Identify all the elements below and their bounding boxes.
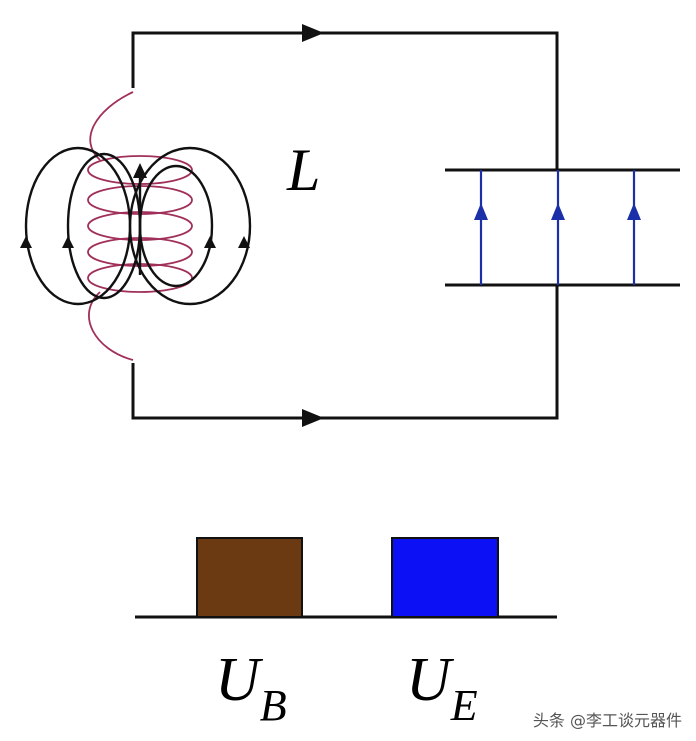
energy-label-electric-sub: E bbox=[450, 681, 478, 730]
energy-bar-magnetic bbox=[196, 537, 303, 618]
energy-label-magnetic-main: U bbox=[215, 646, 264, 714]
inductor-label: L bbox=[286, 137, 320, 203]
magnetic-field-lines bbox=[24, 146, 252, 306]
watermark: 头条 @李工谈元器件 bbox=[532, 711, 682, 730]
energy-label-magnetic-sub: B bbox=[260, 681, 287, 730]
energy-label-electric-main: U bbox=[406, 646, 455, 714]
circuit-wire bbox=[131, 31, 559, 420]
electric-field-lines bbox=[474, 170, 641, 285]
energy-label-magnetic: UB bbox=[215, 646, 287, 730]
energy-bar-electric bbox=[391, 537, 499, 618]
capacitor bbox=[445, 168, 680, 287]
current-arrow-top bbox=[302, 24, 324, 42]
field-direction-arrows bbox=[20, 163, 250, 248]
current-arrow-bottom bbox=[302, 409, 324, 427]
energy-label-electric: UE bbox=[406, 646, 478, 730]
